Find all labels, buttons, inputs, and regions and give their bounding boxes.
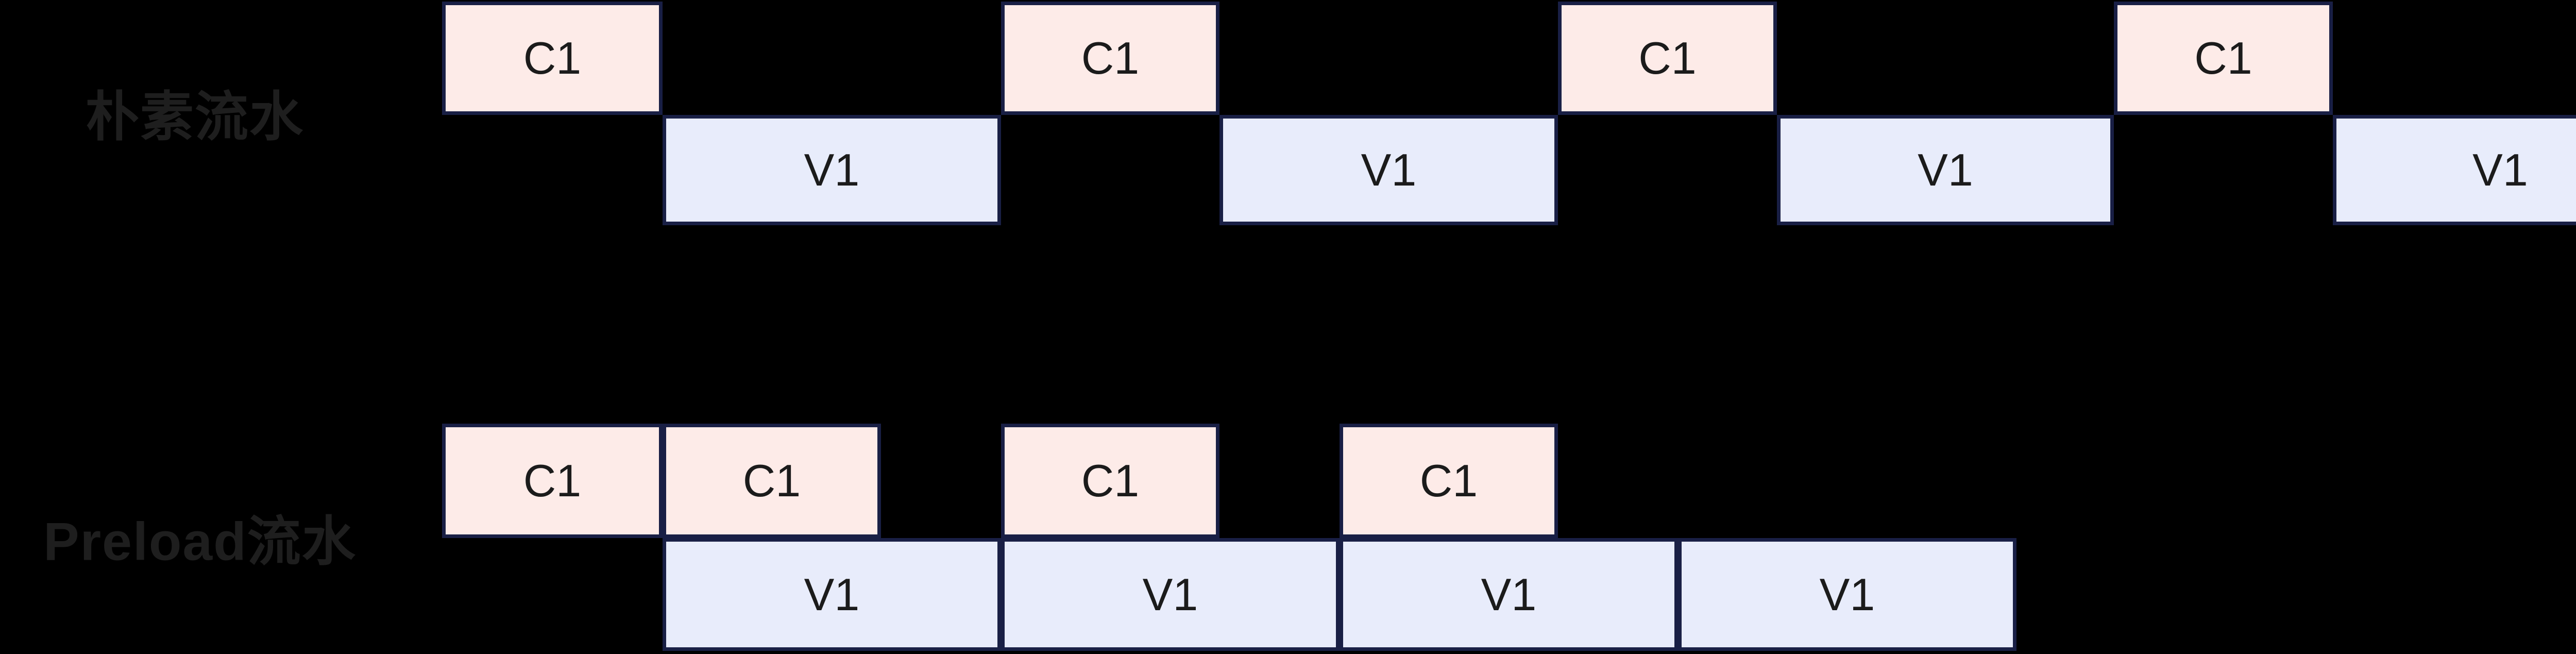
pipeline-block-c1-row2: C1 <box>1340 424 1558 538</box>
pipeline-block-v1-row2: V1 <box>1001 538 1340 651</box>
pipeline-block-v1-row1: V1 <box>663 115 1001 225</box>
pipeline-block-v1-row2: V1 <box>1678 538 2016 651</box>
pipeline-block-c1-row1: C1 <box>1001 2 1219 115</box>
pipeline-block-c1-row2: C1 <box>1001 424 1219 538</box>
pipeline-block-c1-row1: C1 <box>2114 2 2333 115</box>
row-label-naive-pipeline: 朴素流水 <box>85 87 304 147</box>
row-label-preload-pipeline: Preload流水 <box>43 512 357 572</box>
pipeline-block-v1-row1: V1 <box>2333 115 2576 225</box>
pipeline-block-c1-row1: C1 <box>1558 2 1777 115</box>
pipeline-block-v1-row1: V1 <box>1777 115 2114 225</box>
pipeline-block-v1-row2: V1 <box>1340 538 1678 651</box>
pipeline-block-c1-row2: C1 <box>663 424 881 538</box>
pipeline-block-c1-row1: C1 <box>442 2 663 115</box>
pipeline-block-v1-row2: V1 <box>663 538 1001 651</box>
pipeline-block-v1-row1: V1 <box>1219 115 1558 225</box>
pipeline-block-c1-row2: C1 <box>442 424 663 538</box>
